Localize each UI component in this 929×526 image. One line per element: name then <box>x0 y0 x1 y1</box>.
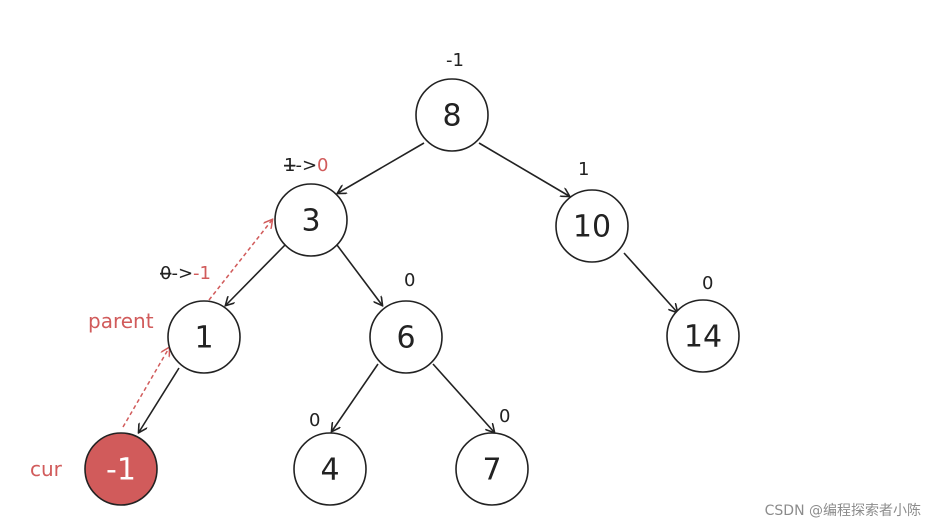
edge-10-14 <box>623 252 677 312</box>
node-7-label: 7 <box>482 453 501 488</box>
bf-node-4: 0 <box>309 410 320 431</box>
bf-node-3-old: 1 <box>284 155 295 176</box>
node-minus-1-label: -1 <box>106 453 136 488</box>
node-14: 14 <box>666 299 740 373</box>
bf-node-8: -1 <box>446 50 464 71</box>
edge-6-4 <box>332 363 379 431</box>
node-6: 6 <box>369 300 443 374</box>
edge-3-6 <box>336 244 382 305</box>
bf-node-1-new: -1 <box>193 263 211 284</box>
watermark: CSDN @编程探索者小陈 <box>764 503 921 519</box>
tree-nodes: 8 3 10 1 6 14 -1 4 <box>84 78 740 506</box>
bf-node-3-arrow: -> <box>295 155 317 176</box>
parent-label: parent <box>88 309 154 333</box>
node-8-label: 8 <box>442 99 461 134</box>
edge-6-7 <box>432 363 494 432</box>
node-1-label: 1 <box>194 321 213 356</box>
edge-1-m1 <box>139 367 180 432</box>
node-3: 3 <box>274 183 348 257</box>
bf-node-3-new: 0 <box>317 155 328 176</box>
node-7: 7 <box>455 432 529 506</box>
edge-8-3 <box>338 142 425 193</box>
bf-node-7: 0 <box>499 406 510 427</box>
node-4: 4 <box>293 432 367 506</box>
node-10-label: 10 <box>573 210 611 245</box>
edge-3-1 <box>226 243 287 305</box>
bf-node-3: 1->0 <box>284 155 328 176</box>
node-4-label: 4 <box>320 453 339 488</box>
dashed-arrow-cur-to-parent <box>122 348 169 428</box>
dashed-arrows <box>122 220 272 428</box>
node-3-label: 3 <box>301 204 320 239</box>
node-14-label: 14 <box>684 320 722 355</box>
node-10: 10 <box>555 189 629 263</box>
node-6-label: 6 <box>396 321 415 356</box>
dashed-arrow-parent-to-3 <box>208 220 272 301</box>
bf-node-1-old: 0 <box>160 263 171 284</box>
bf-node-1-arrow: -> <box>171 263 193 284</box>
node-1: 1 <box>167 300 241 374</box>
bf-node-1: 0->-1 <box>160 263 211 284</box>
cur-label: cur <box>30 457 63 481</box>
bf-node-14: 0 <box>702 273 713 294</box>
tree-edges <box>139 142 677 432</box>
bf-node-6: 0 <box>404 270 415 291</box>
bf-node-10: 1 <box>578 159 589 180</box>
balance-factors: -1 1->0 1 0->-1 0 0 0 0 <box>160 50 713 431</box>
node-minus-1: -1 <box>84 432 158 506</box>
node-8: 8 <box>415 78 489 152</box>
edge-8-10 <box>478 142 569 196</box>
